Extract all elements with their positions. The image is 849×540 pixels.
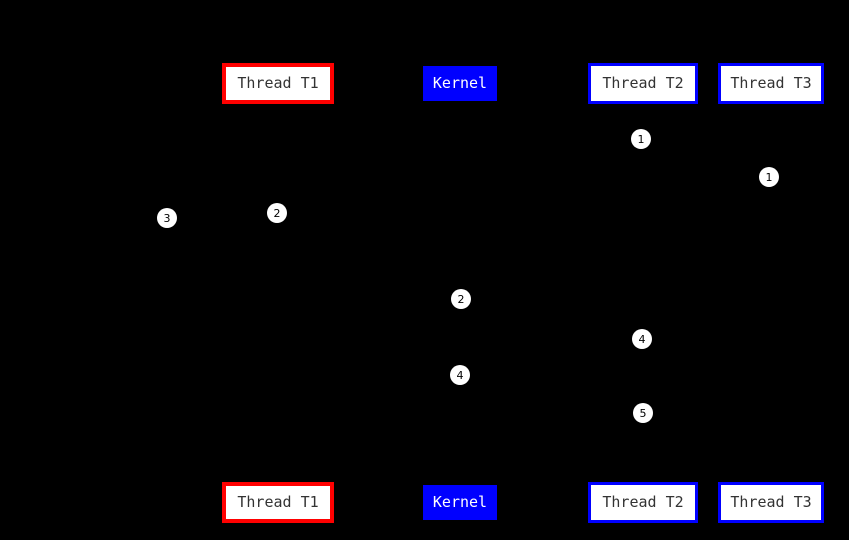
step-number: 1 <box>637 132 645 146</box>
step-badge-5-t2: 5 <box>633 403 653 423</box>
step-badge-4-t2: 4 <box>632 329 652 349</box>
lifeline-t3 <box>771 104 772 482</box>
participant-thread-t3-bottom[interactable]: Thread T3 <box>718 482 824 523</box>
participant-thread-t2-top[interactable]: Thread T2 <box>588 63 698 104</box>
participant-label: Kernel <box>432 493 488 511</box>
step-badge-4-kernel: 4 <box>450 365 470 385</box>
participant-thread-t3-top[interactable]: Thread T3 <box>718 63 824 104</box>
participant-thread-t1-top[interactable]: Thread T1 <box>222 63 334 104</box>
message-arrow-3 <box>167 218 278 219</box>
lifeline-t2 <box>643 104 644 482</box>
step-badge-1-t2: 1 <box>631 129 651 149</box>
participant-label: Thread T3 <box>730 74 812 92</box>
step-number: 2 <box>457 292 465 306</box>
participant-kernel-top[interactable]: Kernel <box>423 66 497 101</box>
message-arrow-5 <box>460 375 643 376</box>
participant-thread-t2-bottom[interactable]: Thread T2 <box>588 482 698 523</box>
step-badge-3-t1-left: 3 <box>157 208 177 228</box>
step-number: 5 <box>639 406 647 420</box>
step-number: 4 <box>456 368 464 382</box>
lifeline-t1 <box>278 104 279 482</box>
step-badge-1-t3: 1 <box>759 167 779 187</box>
participant-label: Thread T2 <box>602 493 684 511</box>
step-number: 3 <box>163 211 171 225</box>
step-badge-2-kernel: 2 <box>451 289 471 309</box>
message-arrow-2 <box>278 213 460 214</box>
step-number: 1 <box>765 170 773 184</box>
participant-label: Kernel <box>432 74 488 92</box>
participant-kernel-bottom[interactable]: Kernel <box>423 485 497 520</box>
participant-label: Thread T1 <box>237 493 319 511</box>
step-number: 4 <box>638 332 646 346</box>
step-number: 2 <box>273 206 281 220</box>
participant-label: Thread T1 <box>237 74 319 92</box>
participant-label: Thread T2 <box>602 74 684 92</box>
message-arrow-6 <box>643 413 771 414</box>
step-badge-2-t1: 2 <box>267 203 287 223</box>
message-arrow-4 <box>460 299 643 300</box>
participant-thread-t1-bottom[interactable]: Thread T1 <box>222 482 334 523</box>
participant-label: Thread T3 <box>730 493 812 511</box>
message-arrow-1 <box>643 139 771 140</box>
